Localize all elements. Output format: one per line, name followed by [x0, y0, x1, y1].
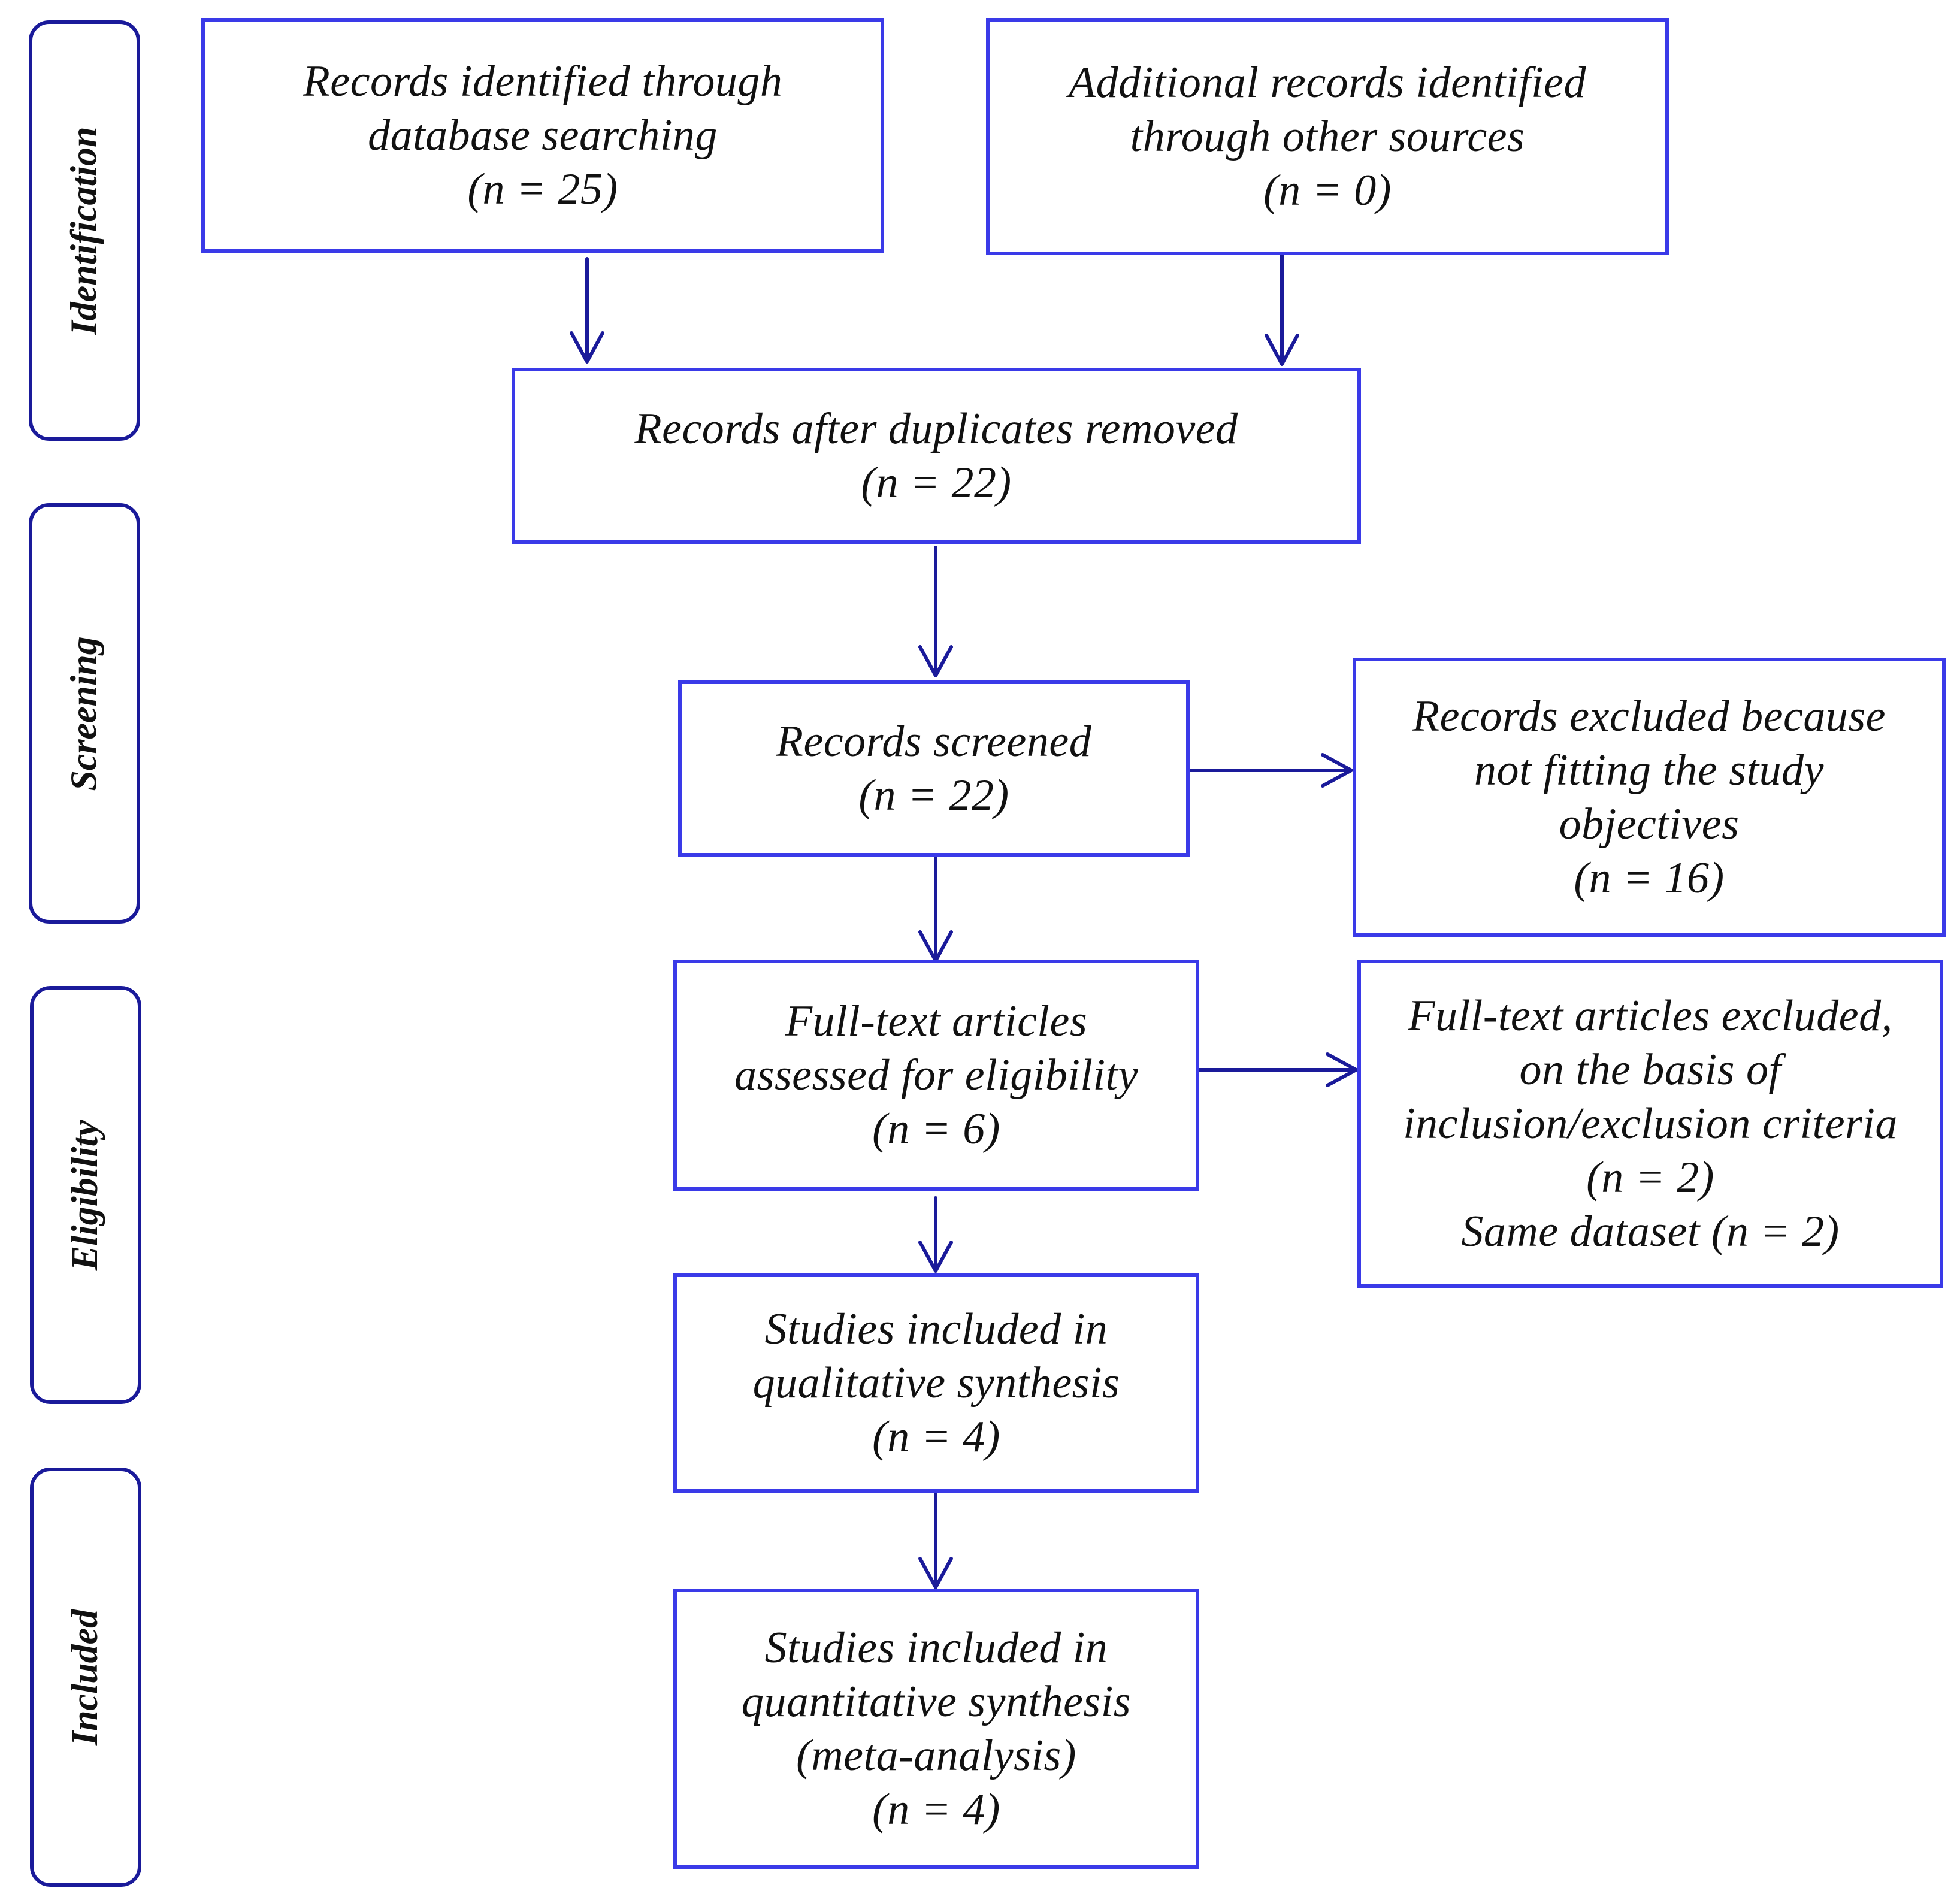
- box-full-text-excluded-line2: on the basis of: [1519, 1045, 1781, 1094]
- stage-eligibility: Eligibility: [30, 986, 141, 1404]
- stage-screening: Screening: [29, 503, 140, 924]
- box-records-screened: Records screened (n = 22): [678, 680, 1190, 857]
- stage-included-label: Included: [65, 1609, 106, 1745]
- box-screened-line1: Records screened: [776, 717, 1092, 766]
- box-quantitative-line3: (meta-analysis): [796, 1731, 1076, 1780]
- box-duplicates-count: (n = 22): [861, 458, 1012, 507]
- box-quantitative-count: (n = 4): [872, 1785, 1000, 1834]
- box-database-searching: Records identified through database sear…: [201, 18, 884, 253]
- box-full-text-line2: assessed for eligibility: [734, 1051, 1138, 1100]
- box-qualitative-synthesis: Studies included in qualitative synthesi…: [673, 1273, 1199, 1493]
- box-full-text-excluded-line1: Full-text articles excluded,: [1408, 991, 1893, 1040]
- box-full-text-count: (n = 6): [872, 1105, 1000, 1154]
- box-full-text-excluded-line5: Same dataset (n = 2): [1461, 1207, 1840, 1256]
- box-database-line2: database searching: [368, 111, 718, 160]
- box-qualitative-line1: Studies included in: [764, 1305, 1108, 1354]
- box-database-line1: Records identified through: [303, 57, 783, 106]
- box-full-text-excluded-count: (n = 2): [1586, 1153, 1714, 1202]
- stage-eligibility-label: Eligibility: [65, 1120, 106, 1270]
- stage-included: Included: [30, 1468, 141, 1887]
- stage-identification-label: Identification: [63, 126, 105, 335]
- box-full-text-line1: Full-text articles: [785, 997, 1088, 1046]
- box-qualitative-line2: qualitative synthesis: [752, 1359, 1120, 1408]
- box-other-sources-line2: through other sources: [1130, 112, 1525, 161]
- arrow-full-text-to-excluded: [1196, 1052, 1358, 1087]
- stage-screening-label: Screening: [63, 636, 105, 791]
- box-other-sources-line1: Additional records identified: [1068, 58, 1587, 107]
- box-excluded-line3: objectives: [1559, 800, 1740, 849]
- box-duplicates-removed: Records after duplicates removed (n = 22…: [512, 368, 1361, 544]
- box-quantitative-line1: Studies included in: [764, 1623, 1108, 1672]
- arrow-database-to-duplicates: [570, 257, 604, 364]
- stage-identification: Identification: [29, 20, 140, 441]
- box-excluded-line2: not fitting the study: [1474, 746, 1824, 795]
- box-quantitative-synthesis: Studies included in quantitative synthes…: [673, 1589, 1199, 1869]
- box-records-excluded: Records excluded because not fitting the…: [1353, 658, 1946, 937]
- box-screened-count: (n = 22): [858, 771, 1009, 820]
- box-full-text-excluded: Full-text articles excluded, on the basi…: [1357, 960, 1943, 1288]
- box-excluded-line1: Records excluded because: [1412, 692, 1886, 741]
- box-other-sources: Additional records identified through ot…: [986, 18, 1669, 255]
- arrow-screened-to-full-text: [918, 855, 953, 963]
- box-quantitative-line2: quantitative synthesis: [741, 1677, 1132, 1726]
- arrow-screened-to-excluded: [1187, 753, 1353, 788]
- box-excluded-count: (n = 16): [1574, 854, 1725, 903]
- arrow-qualitative-to-quantitative: [918, 1491, 953, 1589]
- arrow-other-sources-to-duplicates: [1265, 253, 1299, 366]
- arrow-full-text-to-qualitative: [918, 1196, 953, 1273]
- box-duplicates-line1: Records after duplicates removed: [634, 404, 1238, 453]
- box-full-text-excluded-line3: inclusion/exclusion criteria: [1403, 1099, 1898, 1148]
- box-other-sources-count: (n = 0): [1263, 166, 1392, 215]
- box-database-count: (n = 25): [467, 165, 618, 214]
- box-qualitative-count: (n = 4): [872, 1412, 1000, 1462]
- arrow-duplicates-to-screened: [918, 546, 953, 677]
- box-full-text-assessed: Full-text articles assessed for eligibil…: [673, 960, 1199, 1191]
